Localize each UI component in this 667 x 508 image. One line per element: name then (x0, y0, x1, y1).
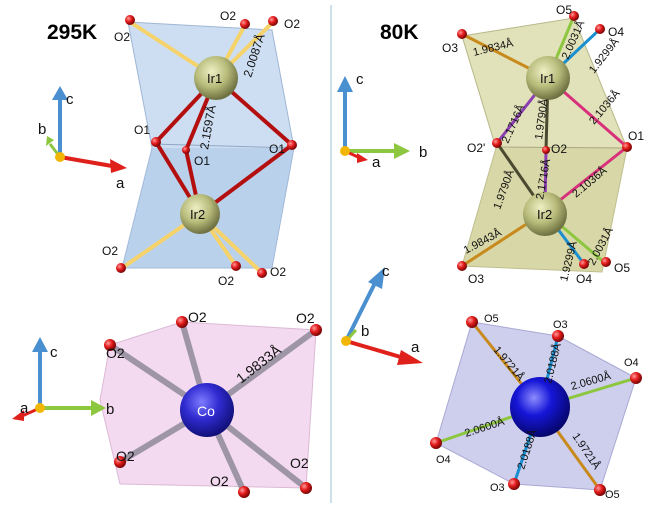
oct-o3-label-1: O3 (553, 319, 568, 331)
bond-label-5: 1.9790Å (532, 97, 551, 140)
o5-label-top: O5 (556, 3, 572, 17)
axis-b-label-oct: b (361, 323, 369, 340)
o2-label-6: O2 (218, 274, 234, 288)
shared-edge (151, 143, 295, 149)
axes-80k: c b a (337, 71, 427, 171)
o4-label-bottom: O4 (576, 272, 592, 286)
axis-b-label-co: b (106, 401, 114, 418)
oxygen-atoms-80k (457, 11, 632, 271)
oxygen-atoms (116, 15, 297, 278)
ir2-label: Ir2 (190, 207, 205, 222)
o3-label-top: O3 (442, 41, 458, 55)
co-oxygen-atoms (104, 316, 322, 498)
o2-label-2: O2 (220, 9, 236, 23)
oct-oxygen-atoms (430, 316, 642, 496)
axis-c-label: c (66, 91, 74, 108)
shared-edge-80k (495, 146, 628, 149)
ir1-atom (194, 56, 238, 100)
o1-label-1: O1 (134, 123, 150, 137)
co-o2-label-1: O2 (188, 309, 207, 325)
panel-co: Co O2 O2 O2 O2 O2 O2 1.9833Å c b a (12, 309, 322, 498)
o2-label-5: O2 (270, 265, 286, 279)
ir1-label: Ir1 (207, 71, 222, 86)
co-label: Co (197, 403, 215, 419)
axis-a-label-co: a (20, 400, 29, 417)
o2-prime-label: O2' (467, 141, 485, 155)
axis-a-label-80k: a (372, 154, 381, 171)
o1-label-3: O1 (269, 142, 285, 156)
axis-a-label: a (116, 175, 125, 192)
panel-80k: Ir1 Ir2 O3 O5 O4 O2' O2 O1 O3 O4 O5 1.98… (337, 3, 644, 286)
oct-o3-label-2: O3 (490, 482, 505, 494)
panel-295k: Ir1 Ir2 O2 O2 O2 O1 O1 O1 O2 O2 O2 2.008… (38, 9, 300, 288)
o2-label-4: O2 (102, 244, 118, 258)
o2-label-1: O2 (114, 30, 130, 44)
o2-label-3: O2 (284, 17, 300, 31)
ir2-label-80k: Ir2 (537, 207, 552, 222)
o5-label-bottom: O5 (614, 261, 630, 275)
temperature-label-80k: 80K (380, 21, 419, 44)
temperature-label-295k: 295K (47, 21, 97, 44)
ir1-label-80k: Ir1 (540, 71, 555, 86)
oct-o5-label-2: O5 (605, 489, 620, 501)
ir-atom-blue (510, 377, 570, 437)
co-o2-label-3: O2 (106, 345, 125, 361)
axis-b-label-80k: b (419, 144, 427, 161)
axis-c-label-80k: c (356, 71, 364, 88)
panel-ir-octahedron-80k: O5 O3 O4 O4 O3 O5 1.9721Å 2.0188Å 2.0600… (341, 263, 642, 501)
ir1-atom-80k (526, 56, 570, 100)
axes-co: c b a (12, 337, 114, 421)
ir2-atom (180, 194, 220, 234)
bond-label-3: 1.9299Å (586, 35, 622, 76)
axes-ir-oct: c b a (341, 263, 423, 365)
axis-c-label-co: c (50, 344, 58, 361)
co-o2-label-5: O2 (290, 455, 309, 471)
co-atom (180, 383, 234, 437)
oct-o5-label-1: O5 (484, 313, 499, 325)
axis-a-label-oct: a (411, 339, 420, 356)
axes-295k: c b a (38, 86, 127, 192)
o3-label-bottom: O3 (468, 272, 484, 286)
o1-label-80k: O1 (628, 129, 644, 143)
ir2-atom-80k (523, 192, 567, 236)
co-o2-label-4: O2 (116, 448, 135, 464)
co-o2-label-2: O2 (296, 310, 315, 326)
axis-b-label: b (38, 121, 46, 138)
o4-label-top: O4 (608, 25, 624, 39)
co-o2-label-6: O2 (210, 473, 229, 489)
axis-c-label-oct: c (382, 263, 390, 280)
oct-o4-label-1: O4 (624, 357, 639, 369)
oct-o4-label-2: O4 (436, 454, 451, 466)
o2-label-80k: O2 (551, 142, 567, 156)
o1-label-2: O1 (194, 154, 210, 168)
